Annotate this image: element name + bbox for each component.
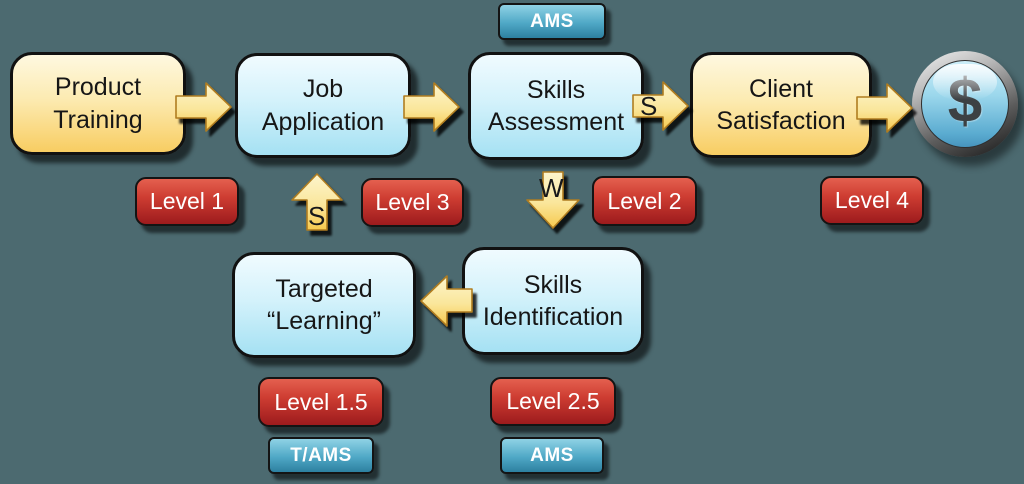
badge-level-2-5: Level 2.5 <box>490 377 616 426</box>
badge-level-2-5-label: Level 2.5 <box>506 388 600 414</box>
node-product-training: Product Training <box>10 52 186 155</box>
badge-tams-bottom: T/AMS <box>268 437 374 474</box>
arrow-left-identification-to-learning-icon <box>420 275 473 327</box>
node-skills-identification-label: Skills Identification <box>482 270 624 332</box>
badge-level-1-label: Level 1 <box>149 188 225 214</box>
arrow-letter-strength: S <box>640 91 657 121</box>
node-client-satisfaction: Client Satisfaction <box>690 52 872 158</box>
arrow-right-client-to-money-icon <box>856 83 913 133</box>
node-job-application-label: Job Application <box>261 75 385 136</box>
arrow-letter-weakness: W <box>539 173 564 203</box>
badge-level-4: Level 4 <box>820 176 924 225</box>
badge-ams-bottom: AMS <box>500 437 604 474</box>
node-targeted-learning-label: Targeted “Learning” <box>267 274 381 336</box>
node-skills-identification: Skills Identification <box>462 247 644 355</box>
badge-ams-top: AMS <box>498 3 606 40</box>
node-client-satisfaction-label: Client Satisfaction <box>716 74 846 136</box>
node-job-application: Job Application <box>235 53 411 158</box>
arrow-right-assessment-to-client-icon: S <box>632 81 689 131</box>
arrow-up-strength-to-job-icon: S <box>291 173 343 231</box>
badge-ams-bottom-label: AMS <box>530 444 574 466</box>
badge-tams-bottom-label: T/AMS <box>290 444 352 466</box>
badge-level-1: Level 1 <box>135 177 239 226</box>
arrow-down-weakness-icon: W <box>526 171 580 229</box>
node-skills-assessment: Skills Assessment <box>468 52 644 160</box>
node-skills-assessment-label: Skills Assessment <box>487 75 625 137</box>
badge-ams-top-label: AMS <box>530 10 574 32</box>
node-product-training-label: Product Training <box>53 73 143 134</box>
badge-level-3-label: Level 3 <box>375 189 450 215</box>
dollar-coin-face: $ <box>921 60 1009 148</box>
dollar-coin-icon: $ <box>912 51 1018 157</box>
node-targeted-learning: Targeted “Learning” <box>232 252 416 358</box>
badge-level-2-label: Level 2 <box>607 187 682 214</box>
arrow-letter-strength-up: S <box>308 201 325 231</box>
badge-level-1-5: Level 1.5 <box>258 377 384 427</box>
arrow-right-job-to-assessment-icon <box>403 82 460 132</box>
badge-level-1-5-label: Level 1.5 <box>274 388 368 415</box>
badge-level-4-label: Level 4 <box>834 187 910 213</box>
arrow-right-product-to-job-icon <box>175 82 232 132</box>
dollar-sign-icon: $ <box>947 67 983 136</box>
badge-level-2: Level 2 <box>592 176 697 226</box>
badge-level-3: Level 3 <box>361 178 464 227</box>
